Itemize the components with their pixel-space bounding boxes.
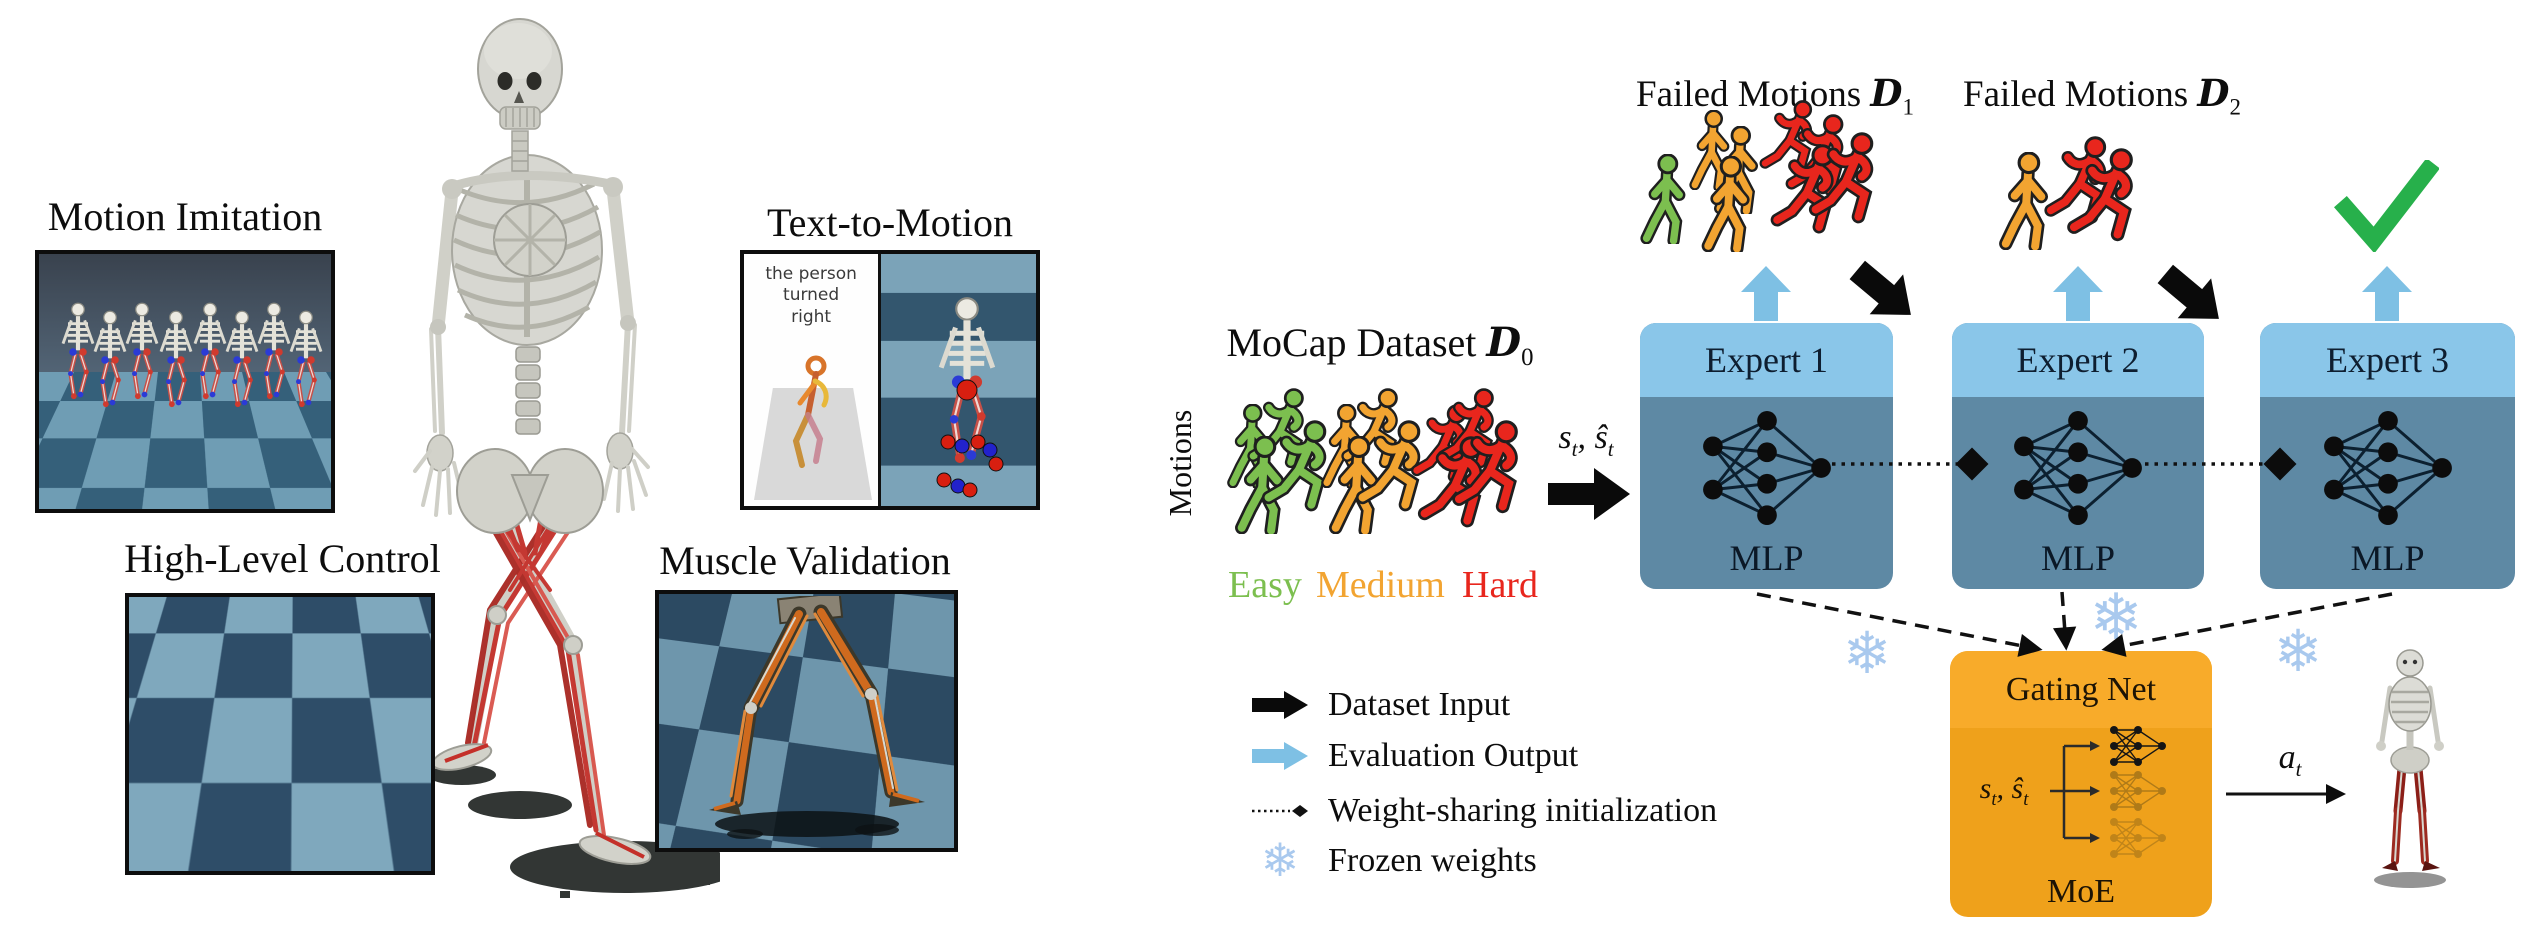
panel-high-level-control [125, 593, 435, 875]
snowflake-icon: ❄ [2089, 582, 2143, 653]
text-prompt-area: the person turned right [744, 254, 882, 506]
panel-text-to-motion: the person turned right [740, 250, 1040, 510]
mocap-dataset-label: MoCap Dataset D0 [1226, 319, 1534, 371]
panel-label-motion-imitation: Motion Imitation [47, 194, 323, 239]
snowflake-icon: ❄ [1260, 835, 1300, 886]
mlp-network-icon [2313, 409, 2463, 527]
mlp-network-icon [1692, 409, 1842, 527]
mocap-runners [1215, 388, 1550, 556]
expert-1-net-label: MLP [1729, 538, 1804, 578]
joint-markers [936, 379, 1004, 498]
failed-motions-2-runners [1988, 136, 2158, 260]
stick-figure [792, 355, 829, 468]
panel-label-text-to-motion: Text-to-Motion [766, 200, 1014, 245]
snowflake-icon: ❄ [1842, 621, 1892, 686]
runner-icon [1804, 132, 1886, 230]
difficulty-easy-label: Easy [1228, 564, 1302, 606]
target-ball [375, 773, 395, 793]
panel-label-high-level-control: High-Level Control [124, 536, 441, 581]
output-skeleton [2374, 649, 2446, 888]
gating-state-input-label: st, ŝt [1979, 772, 2029, 810]
frozen-dashed-arrow [2052, 591, 2077, 651]
check-icon [2334, 160, 2439, 252]
skeleton-figure [263, 655, 327, 785]
ground-plane [754, 388, 872, 500]
difficulty-medium-label: Medium [1316, 564, 1445, 606]
evaluation-output-arrow-icon [1252, 742, 1308, 770]
action-output-label: at [2278, 739, 2302, 781]
text-prompt: the person turned right [765, 264, 857, 327]
gating-branch-lines [2050, 741, 2100, 843]
expert-1-box: Expert 1 MLP [1640, 323, 1893, 589]
runner-icon [1447, 420, 1531, 520]
expert-2-box: Expert 2 MLP [1952, 323, 2204, 589]
expert-3-header: Expert 3 [2260, 323, 2515, 397]
runner-icon [2062, 148, 2146, 248]
dataset-input-arrow [1548, 468, 1630, 520]
expert-3-box: Expert 3 MLP [2260, 323, 2515, 589]
failed-motions-1-label: Failed Motions D1 [1636, 71, 1914, 120]
expert-1-header: Expert 1 [1640, 323, 1893, 397]
motion-imitation-scene [39, 254, 331, 509]
legend-weight-sharing: Weight-sharing initialization [1250, 792, 1717, 830]
state-input-label: st, ŝt [1558, 419, 1614, 461]
gating-expert-icon [2106, 724, 2170, 768]
failed-motions-1-runners [1630, 98, 1910, 260]
expert-3-net-label: MLP [2350, 538, 2425, 578]
expert-2-net-label: MLP [2040, 538, 2116, 578]
frozen-dashed-arrow [1756, 592, 2043, 657]
gating-net-header: Gating Net [1950, 651, 2212, 728]
gating-net-label: MoE [2047, 873, 2115, 910]
skeleton-figure [193, 639, 253, 759]
frozen-dashed-arrow [2101, 592, 2393, 657]
legend-evaluation-output: Evaluation Output [1250, 737, 1578, 775]
difficulty-hard-label: Hard [1462, 564, 1538, 606]
motions-axis-label: Motions [1162, 409, 1199, 517]
snowflake-icon: ❄ [2273, 619, 2323, 684]
evaluation-arrow [2053, 266, 2103, 321]
central-skeleton [413, 18, 720, 898]
muscle-legs-figure [709, 596, 925, 839]
gating-expert-icon [2106, 816, 2170, 860]
panel-muscle-validation [655, 590, 958, 852]
weight-sharing-line-icon [1252, 805, 1308, 817]
skeleton-figure [281, 308, 331, 412]
evaluation-arrow [1741, 266, 1791, 321]
gating-net-box: Gating Net st, ŝt MoE [1950, 651, 2212, 917]
legend-dataset-input: Dataset Input [1250, 686, 1510, 724]
evaluation-arrow [2362, 266, 2412, 321]
gating-expert-icon [2106, 769, 2170, 813]
panel-motion-imitation [35, 250, 335, 513]
scene-sky [39, 254, 331, 386]
panel-label-muscle-validation: Muscle Validation [659, 538, 951, 583]
expert-2-header: Expert 2 [1952, 323, 2204, 397]
mlp-network-icon [2003, 409, 2153, 527]
dataset-input-arrow-icon [1252, 691, 1308, 719]
legend-frozen-weights: ❄ Frozen weights [1250, 838, 1537, 884]
failed-motions-2-label: Failed Motions D2 [1963, 71, 2241, 120]
